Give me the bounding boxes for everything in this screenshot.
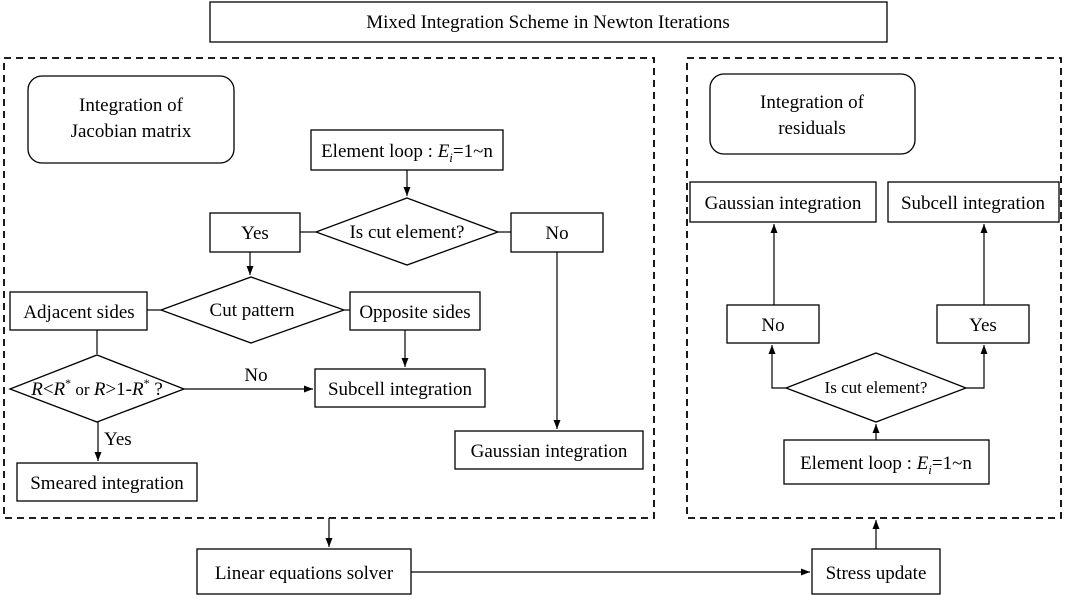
cond-q: ?: [150, 379, 163, 400]
jacobian-subcell-box: Subcell integration: [314, 368, 486, 408]
opposite-sides-box: Opposite sides: [349, 291, 481, 331]
title-text: Mixed Integration Scheme in Newton Itera…: [366, 12, 730, 33]
arrow-cut-to-no-r: [768, 345, 786, 389]
title-box: Mixed Integration Scheme in Newton Itera…: [209, 1, 888, 43]
cond-star2: *: [144, 376, 150, 390]
cond-r4: R: [131, 379, 144, 400]
jacobian-loop-var: E: [437, 141, 450, 162]
residuals-loop-var: E: [916, 453, 929, 474]
cond-gt: >1-: [105, 379, 132, 400]
jacobian-is-cut-diamond: Is cut element?: [314, 197, 500, 266]
residuals-heading-line1: Integration of: [760, 92, 865, 113]
condition-no-label: No: [244, 365, 267, 386]
smeared-box: Smeared integration: [16, 462, 198, 502]
condition-diamond: R<R* or R>1-R* ?: [8, 354, 186, 423]
svg-text:Element loop : Ei=1~n: Element loop : Ei=1~n: [800, 453, 972, 477]
cut-pattern-diamond: Cut pattern: [159, 276, 346, 344]
residuals-loop-prefix: Element loop :: [800, 453, 917, 474]
cond-r1: R: [30, 379, 43, 400]
jacobian-no-box: No: [510, 212, 604, 253]
adjacent-sides-text: Adjacent sides: [23, 302, 134, 323]
jacobian-yes-box: Yes: [209, 212, 301, 253]
cond-r2: R: [53, 379, 66, 400]
residuals-no-text: No: [761, 315, 784, 336]
adjacent-sides-box: Adjacent sides: [9, 291, 148, 331]
jacobian-gaussian-text: Gaussian integration: [471, 441, 628, 462]
residuals-panel: [686, 57, 1062, 519]
residuals-yes-text: Yes: [969, 315, 997, 336]
residuals-heading-line2: residuals: [778, 118, 846, 139]
arrow-cut-to-yes-r: [966, 345, 988, 389]
svg-text:R<R* or R>1-R* ?: R<R* or R>1-R* ?: [30, 376, 163, 400]
stress-text: Stress update: [826, 563, 927, 584]
jacobian-yes-text: Yes: [241, 223, 269, 244]
cut-pattern-text: Cut pattern: [210, 300, 295, 321]
opposite-sides-text: Opposite sides: [359, 302, 470, 323]
smeared-text: Smeared integration: [30, 473, 184, 494]
solver-box: Linear equations solver: [196, 548, 412, 595]
jacobian-no-text: No: [545, 223, 568, 244]
residuals-loop-sub: i: [928, 462, 932, 477]
jacobian-loop-suffix: =1~n: [453, 141, 493, 162]
svg-text:Element loop : Ei=1~n: Element loop : Ei=1~n: [321, 141, 493, 165]
residuals-heading: Integration of residuals: [709, 73, 916, 155]
residuals-subcell-box: Subcell integration: [887, 181, 1060, 223]
cond-r3: R: [93, 379, 106, 400]
residuals-yes-box: Yes: [936, 304, 1030, 344]
cond-lt: <: [43, 379, 54, 400]
solver-text: Linear equations solver: [215, 563, 394, 584]
jacobian-is-cut-text: Is cut element?: [349, 222, 464, 243]
cond-or: or: [71, 380, 94, 399]
jacobian-loop-prefix: Element loop :: [321, 141, 438, 162]
jacobian-heading: Integration of Jacobian matrix: [27, 75, 235, 164]
jacobian-heading-line1: Integration of: [79, 95, 184, 116]
cond-star: *: [65, 376, 71, 390]
residuals-element-loop: Element loop : Ei=1~n: [783, 439, 990, 485]
residuals-gaussian-text: Gaussian integration: [705, 193, 862, 214]
residuals-subcell-text: Subcell integration: [901, 193, 1046, 214]
stress-box: Stress update: [811, 548, 941, 595]
residuals-gaussian-box: Gaussian integration: [689, 181, 877, 223]
jacobian-subcell-text: Subcell integration: [328, 379, 473, 400]
residuals-is-cut-diamond: Is cut element?: [784, 352, 968, 423]
jacobian-heading-line2: Jacobian matrix: [71, 121, 192, 142]
jacobian-gaussian-box: Gaussian integration: [454, 430, 644, 470]
residuals-is-cut-text: Is cut element?: [825, 378, 928, 397]
condition-yes-label: Yes: [104, 429, 132, 450]
residuals-loop-suffix: =1~n: [932, 453, 972, 474]
residuals-no-box: No: [726, 304, 820, 344]
jacobian-loop-sub: i: [449, 150, 453, 165]
jacobian-element-loop: Element loop : Ei=1~n: [310, 129, 504, 171]
